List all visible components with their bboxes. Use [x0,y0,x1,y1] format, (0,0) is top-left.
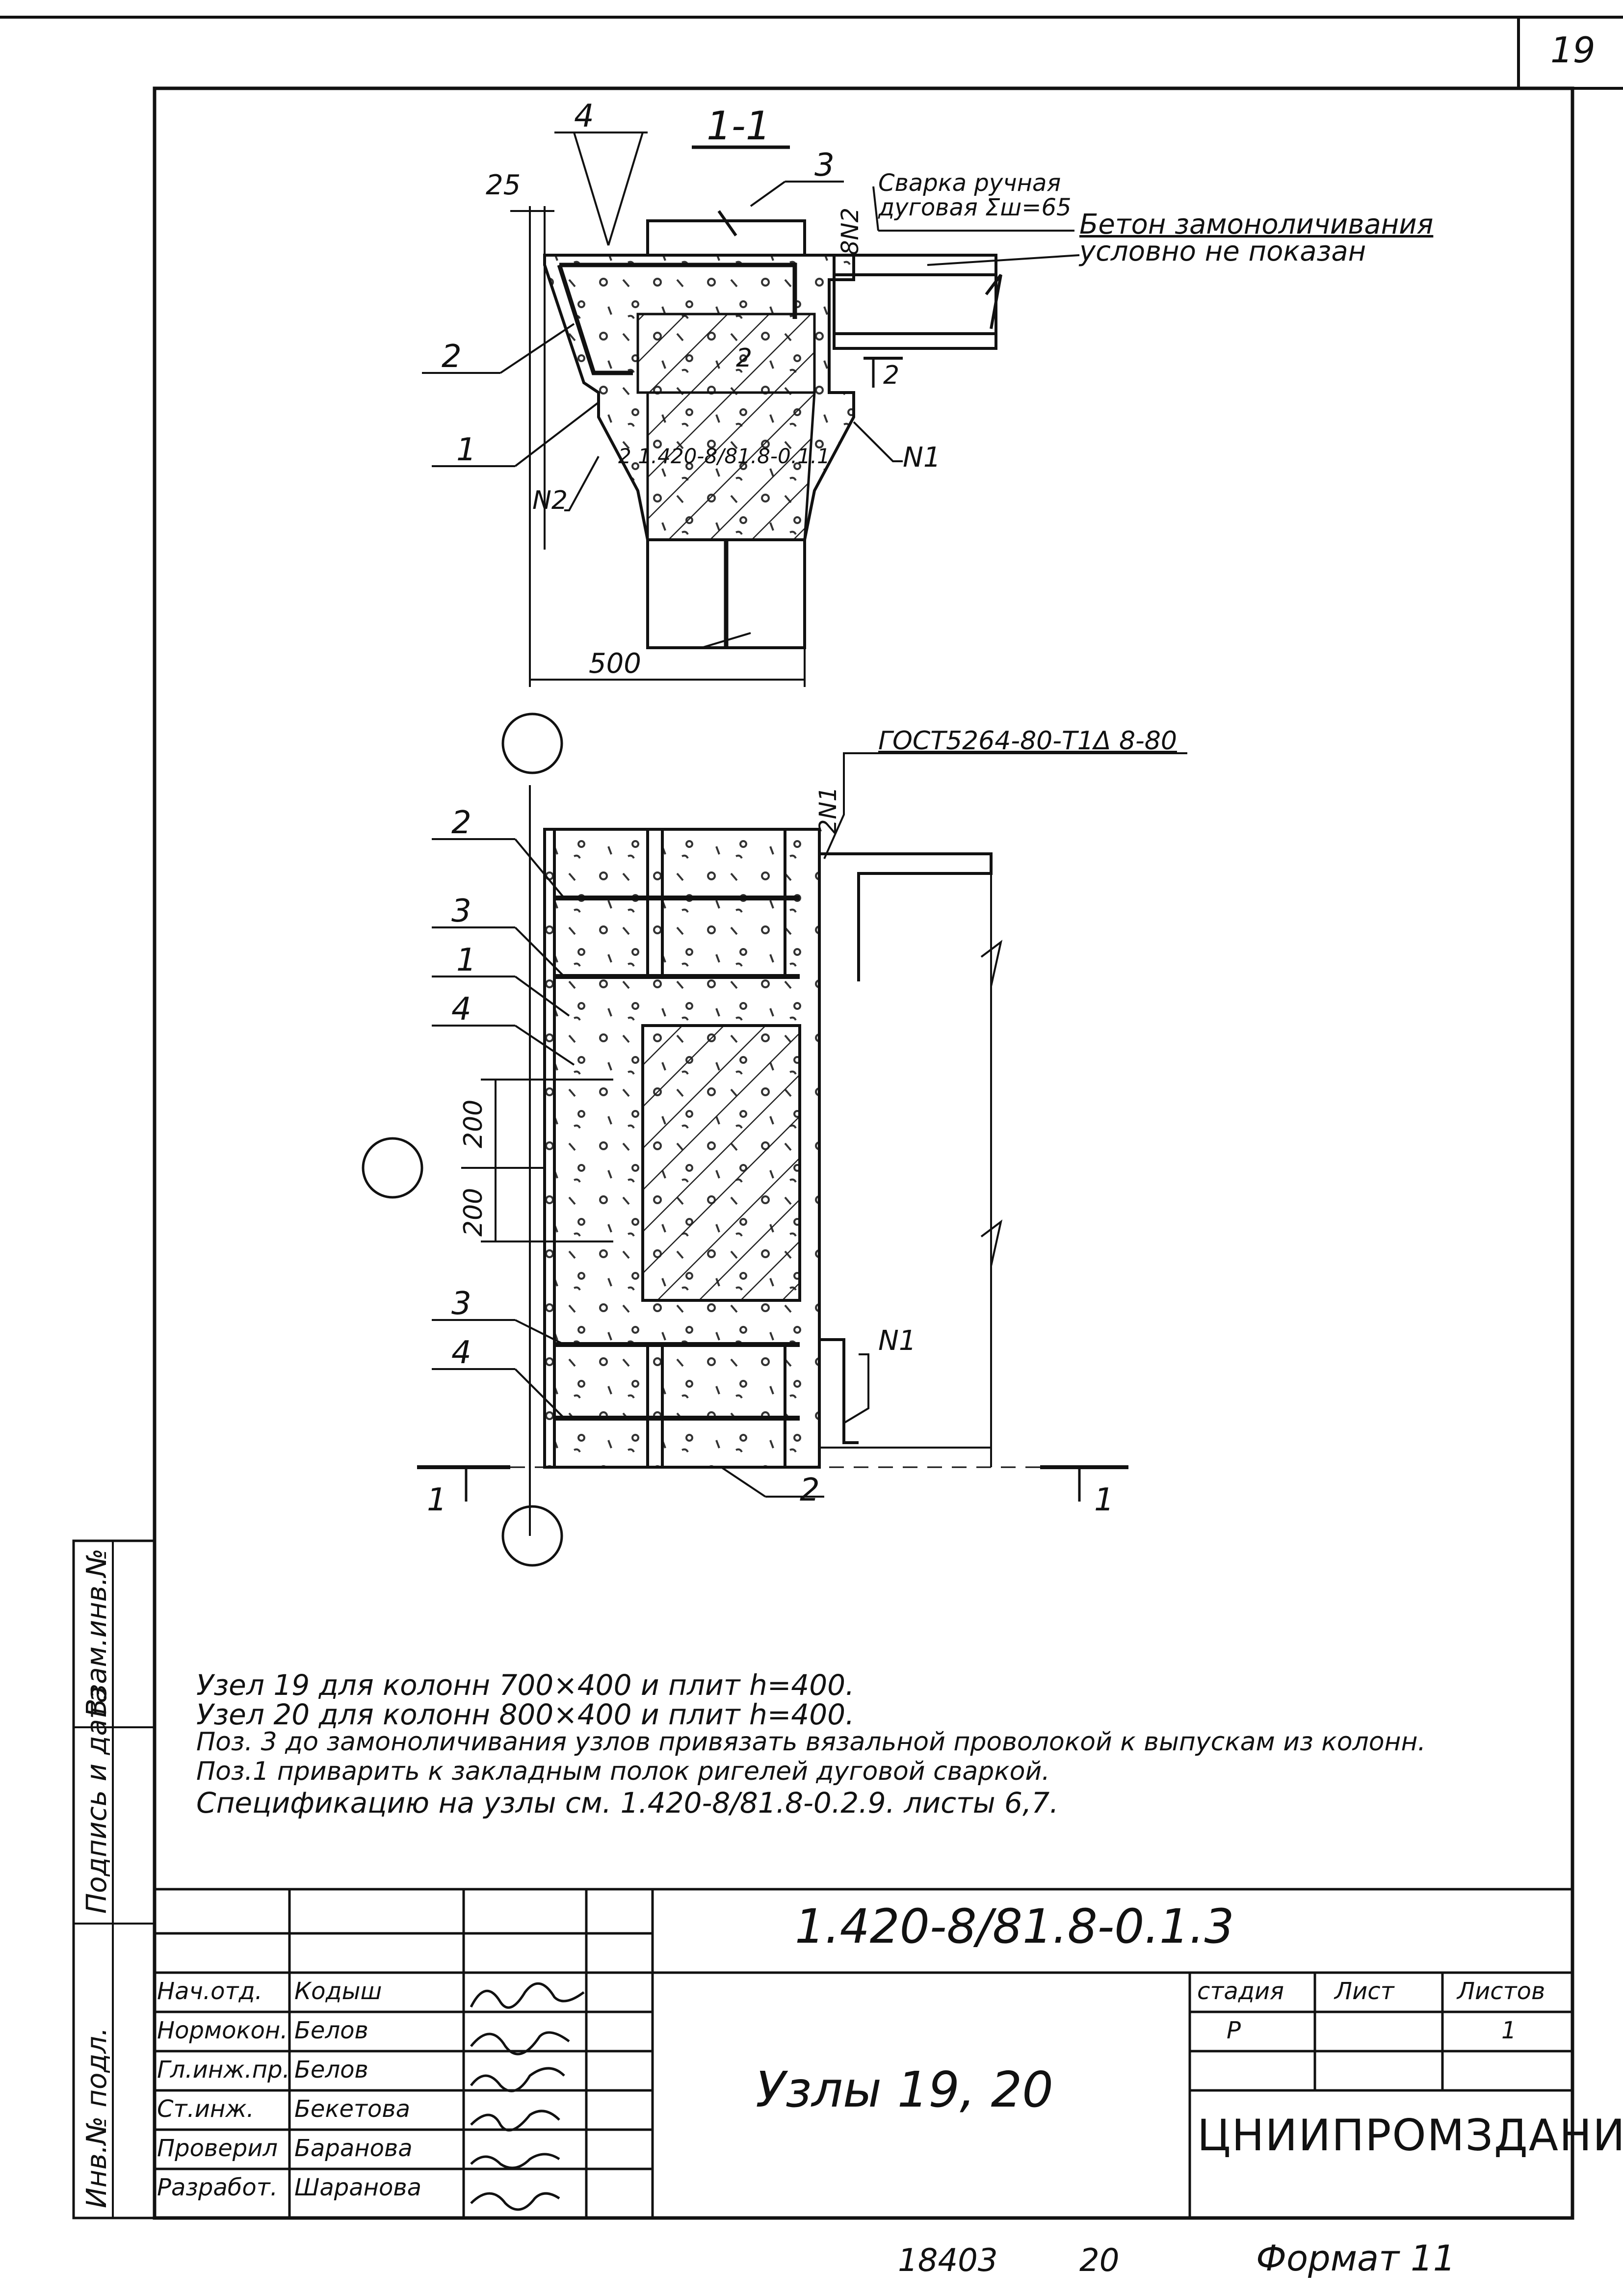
footer-format: Формат 11 [1256,2238,1456,2279]
axis-circle-bottom [501,1505,563,1567]
sheet-label: Лист [1335,1978,1394,2005]
note-1: Узел 19 для колонн 700×400 и плит h=400. [196,1668,855,1702]
callout-3: 3 [814,147,835,184]
name-2: Белов [294,2056,368,2084]
sheets-label: Листов [1457,1978,1545,2005]
plan-callout-3b: 3 [451,1286,471,1322]
footer-number: 18403 [898,2243,998,2279]
footer-copy: 20 [1079,2243,1120,2279]
gost-note: ГОСТ5264-80-Т1Δ 8-80 [878,726,1177,756]
note-2: Узел 20 для колонн 800×400 и плит h=400. [196,1698,855,1731]
note-4: Поз.1 приварить к закладным полок ригеле… [196,1757,1050,1786]
dim-500: 500 [589,648,641,680]
dim-200-a: 200 [459,1099,488,1148]
stamp-signature: Подпись и дата [81,1686,113,1914]
n1-2: 2N1 [814,787,842,834]
stamp-inv: Инв.№ подл. [81,2027,113,2208]
name-0: Кодыш [294,1978,382,2005]
name-5: Шаранова [294,2174,422,2201]
sheets-value: 1 [1501,2017,1517,2044]
note-3: Поз. 3 до замоноличивания узлов привязат… [196,1727,1426,1757]
name-4: Баранова [294,2135,413,2162]
dim-200-b: 200 [459,1188,488,1237]
weld-note-2: дуговая Σш=65 [878,194,1072,221]
weld-note-1: Сварка ручная [878,169,1061,197]
role-1: Нормокон. [157,2017,288,2044]
section-1-1 [422,132,1080,687]
plan-callout-2: 2 [451,805,471,841]
plan-n1: N1 [878,1325,916,1357]
org-name: ЦНИИПРОМЗДАНИЙ [1197,2110,1623,2161]
role-2: Гл.инж.пр. [157,2056,290,2084]
doc-code: 1.420-8/81.8-0.1.3 [795,1899,1234,1954]
role-3: Ст.инж. [157,2095,254,2123]
role-5: Разработ. [157,2174,278,2201]
section-2-b: 2 [883,361,900,390]
callout-2: 2 [442,339,462,375]
role-0: Нач.отд. [157,1978,262,2005]
concrete-note-1: Бетон замоноличивания [1079,209,1434,240]
axis-circle-mid [362,1137,423,1199]
callout-1: 1 [456,432,476,468]
plan-callout-2b: 2 [800,1472,820,1508]
role-4: Проверил [157,2135,278,2162]
page-number: 19 [1550,29,1596,71]
plan-view [417,752,1187,1536]
section-2-a: 2 [736,343,753,373]
plan-callout-4: 4 [451,991,471,1028]
stage-label: стадия [1197,1978,1284,2005]
sheet-frame [0,16,1623,2220]
cut-mark-1a: 1 [427,1482,447,1518]
n1-right: N1 [903,442,941,474]
concrete-note-2: условно не показан [1079,236,1366,267]
dim-25: 25 [486,169,521,201]
n2-left: N2 [532,486,568,515]
axis-circle-top [501,713,563,774]
plan-callout-3: 3 [451,893,471,929]
n2-top: 8N2 [837,208,864,255]
note-5: Спецификацию на узлы см. 1.420-8/81.8-0.… [196,1786,1059,1820]
plan-callout-1: 1 [456,942,476,978]
callout-4: 4 [574,98,594,134]
plan-callout-4b: 4 [451,1335,471,1371]
ref-code: 2 1.420-8/81.8-0.1.1 [618,444,830,468]
stage-value: Р [1227,2017,1241,2044]
cut-mark-1b: 1 [1094,1482,1114,1518]
section-label: 1-1 [707,103,771,149]
name-3: Бекетова [294,2095,411,2123]
name-1: Белов [294,2017,368,2044]
doc-title: Узлы 19, 20 [756,2061,1053,2118]
